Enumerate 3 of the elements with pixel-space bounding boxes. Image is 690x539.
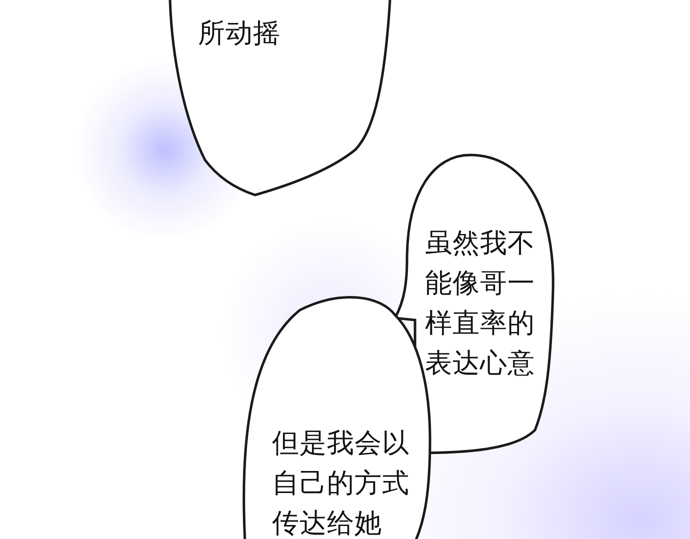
speech-text: 虽然我不能像哥一样直率的表达心意 <box>425 227 536 381</box>
speech-text: 但是我会以自己的方式传达给她 <box>272 427 410 539</box>
speech-text: 所动摇 <box>198 17 282 51</box>
